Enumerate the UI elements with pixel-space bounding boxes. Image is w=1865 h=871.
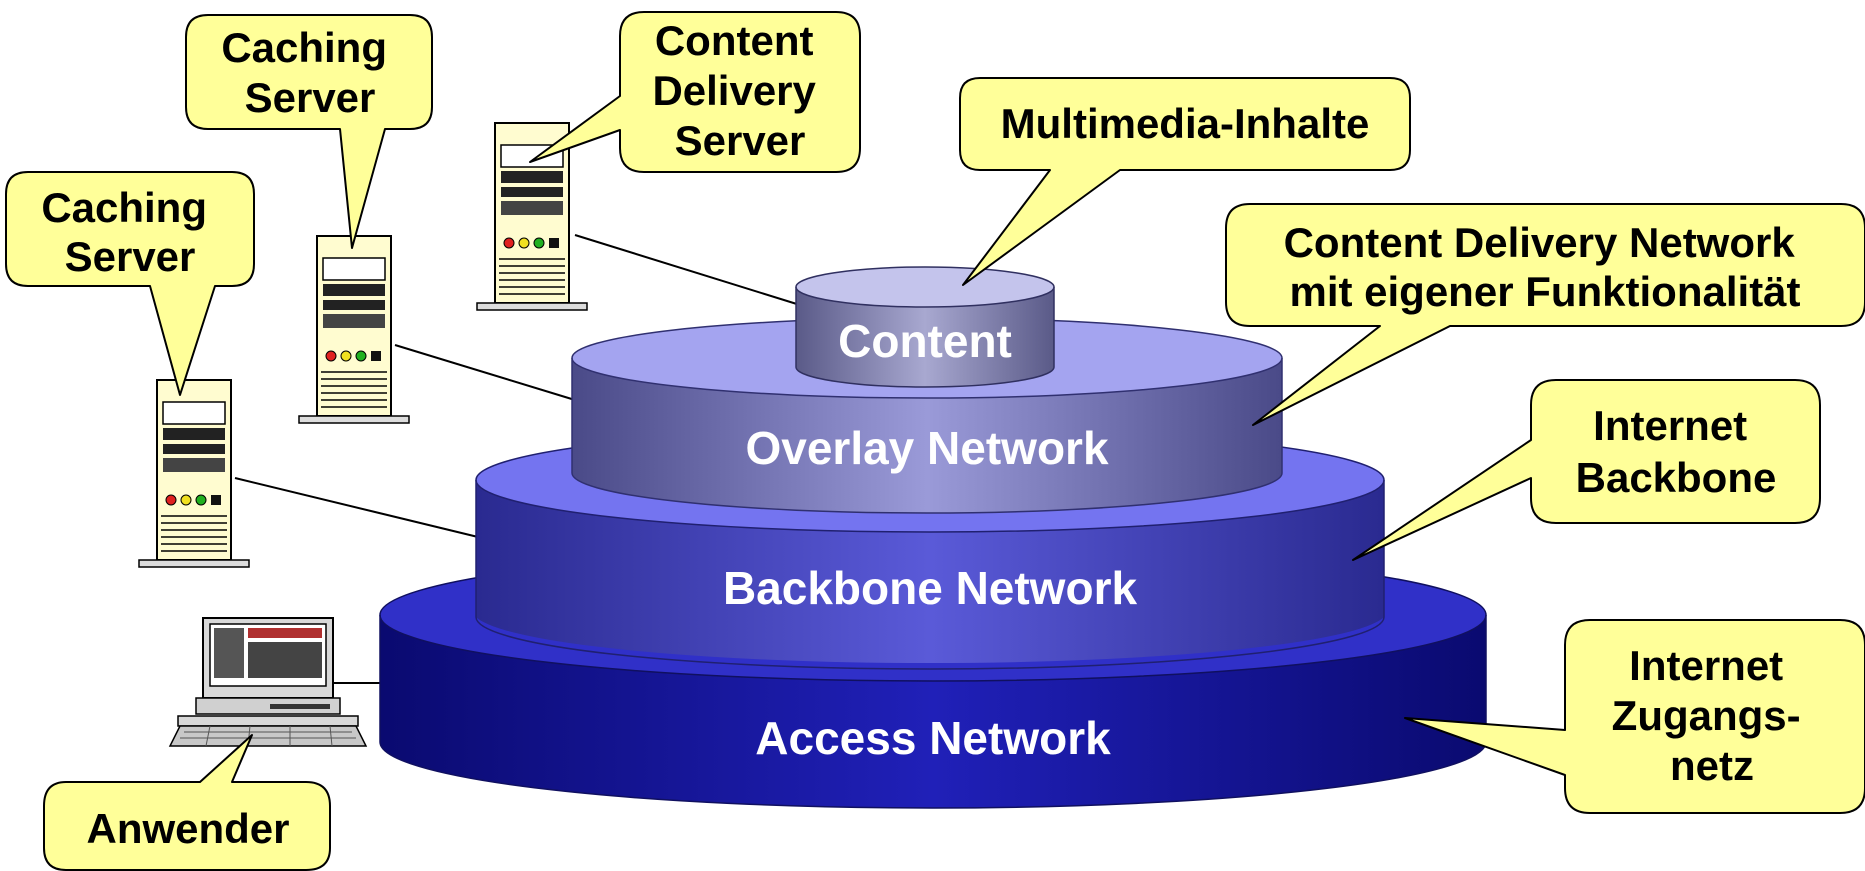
callout-multimedia: Multimedia-Inhalte [959, 77, 1411, 286]
callout-line: Internet [1629, 642, 1783, 689]
server-icon [298, 235, 410, 424]
content-layer: Content [795, 266, 1055, 388]
backbone-network-label: Backbone Network [723, 562, 1138, 614]
server-icon [476, 122, 588, 311]
svg-text:Caching Server: Caching Server [221, 24, 398, 121]
link-caching-upper-overlay [394, 344, 576, 401]
svg-text:Content Delivery Network: Content Delivery Network mit eigener Fun… [1284, 219, 1807, 315]
svg-text:Content Delivery S: Content Delivery Server [652, 17, 827, 164]
callout-internet-backbone: Internet Backbone [1352, 379, 1821, 561]
callout-line: netz [1670, 742, 1754, 789]
callout-caching-server-upper: Caching Server [185, 14, 433, 249]
svg-text:Internet Zugangs-: Internet Zugangs- netz [1612, 642, 1813, 789]
callout-line: Delivery [652, 67, 816, 114]
svg-text:Anwender: Anwender [86, 805, 289, 852]
computer-icon [168, 617, 368, 747]
callout-line: Backbone [1576, 454, 1777, 501]
link-cd-server-content [574, 234, 801, 306]
svg-text:Caching Server: Caching Server [41, 184, 218, 280]
callout-line: Content Delivery Network [1284, 219, 1796, 266]
callout-line: Multimedia-Inhalte [1001, 100, 1370, 147]
callout-cdn: Content Delivery Network mit eigener Fun… [1225, 203, 1865, 426]
callout-line: Server [675, 117, 806, 164]
callout-anwender: Anwender [43, 734, 331, 871]
callout-line: Content [655, 17, 814, 64]
callout-content-delivery-server: Content Delivery Server [529, 11, 861, 173]
content-label: Content [838, 315, 1012, 367]
callout-line: mit eigener Funktionalität [1289, 268, 1800, 315]
callout-line: Anwender [86, 805, 289, 852]
callout-line: Caching [41, 184, 207, 231]
server-icon [138, 379, 250, 568]
access-network-label: Access Network [755, 712, 1111, 764]
callout-line: Server [245, 74, 376, 121]
callout-line: Zugangs- [1612, 692, 1801, 739]
callout-caching-server-lower: Caching Server [5, 171, 255, 396]
callout-line: Server [65, 233, 196, 280]
svg-text:Multimedia-Inhalte: Multimedia-Inhalte [1001, 100, 1370, 147]
link-caching-lower-backbone [234, 477, 479, 538]
callout-line: Caching [221, 24, 387, 71]
svg-text:Internet Backbone: Internet Backbone [1576, 402, 1777, 501]
callout-line: Internet [1593, 402, 1747, 449]
overlay-network-label: Overlay Network [745, 422, 1108, 474]
callout-internet-zugangsnetz: Internet Zugangs- netz [1404, 619, 1865, 814]
